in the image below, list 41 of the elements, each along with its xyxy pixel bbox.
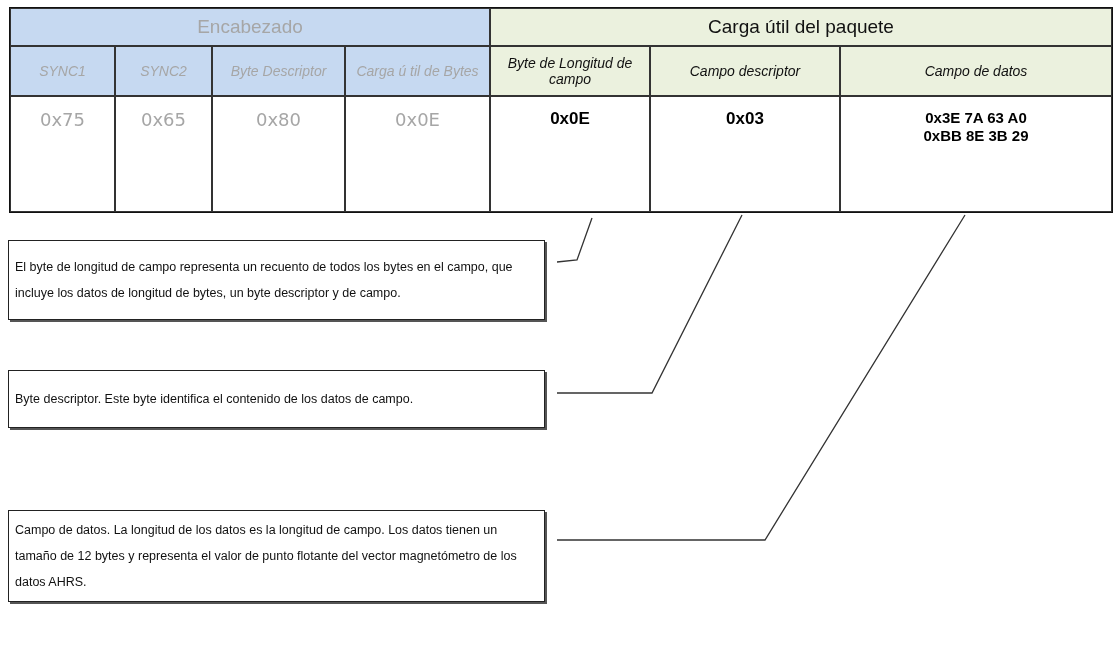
value-cell [212,96,345,212]
hex-value: 0x0E [395,109,440,130]
header-cell [490,46,650,96]
leader-line [556,217,593,263]
column-label: SYNC1 [39,63,86,79]
callout-text: Byte descriptor. Este byte identifica el contenido de los datos de campo. [15,391,414,408]
column-label: Byte de Longitud de campo [506,55,634,87]
header-cell [345,46,490,96]
leader-line [556,214,743,394]
header-cell [115,46,212,96]
column-label: Carga ú til de Bytes [356,63,479,79]
header-cell [650,46,840,96]
value-cell [490,96,650,212]
value-cell [10,96,115,212]
callout-text: El byte de longitud de campo representa un recuento de todos los bytes en el campo, que incluye los datos de longitud de bytes, un byte descriptor y de campo. [15,259,514,302]
leader-line [556,214,966,541]
value-cell [840,96,1112,212]
callout-box [8,510,545,602]
column-label: Byte Descriptor [230,63,327,79]
hex-value: 0x75 [40,109,85,130]
hex-value: 0x03 [726,109,764,129]
header-cell [10,46,115,96]
hex-value: 0x0E [550,109,590,129]
header-cell [10,8,490,46]
column-label: Encabezado [197,16,303,38]
hex-value: 0x65 [141,109,186,130]
header-cell [490,8,1112,46]
callout-text: Campo de datos. La longitud de los datos es la longitud de campo. Los datos tienen un tamaño de 12 bytes y representa el valor de punto flotante del vector magnetómetro de los datos AHRS. [15,522,518,591]
value-cell [650,96,840,212]
header-cell [212,46,345,96]
column-label: Carga útil del paquete [708,16,894,38]
callout-box [8,240,545,320]
value-cell [345,96,490,212]
column-label: Campo de datos [924,63,1028,79]
header-cell [840,46,1112,96]
callout-box [8,370,545,428]
column-label: Campo descriptor [689,63,801,79]
hex-value: 0x80 [256,109,301,130]
column-label: SYNC2 [140,63,187,79]
hex-value: 0x3E 7A 63 A0 0xBB 8E 3B 29 [922,109,1030,145]
value-cell [115,96,212,212]
